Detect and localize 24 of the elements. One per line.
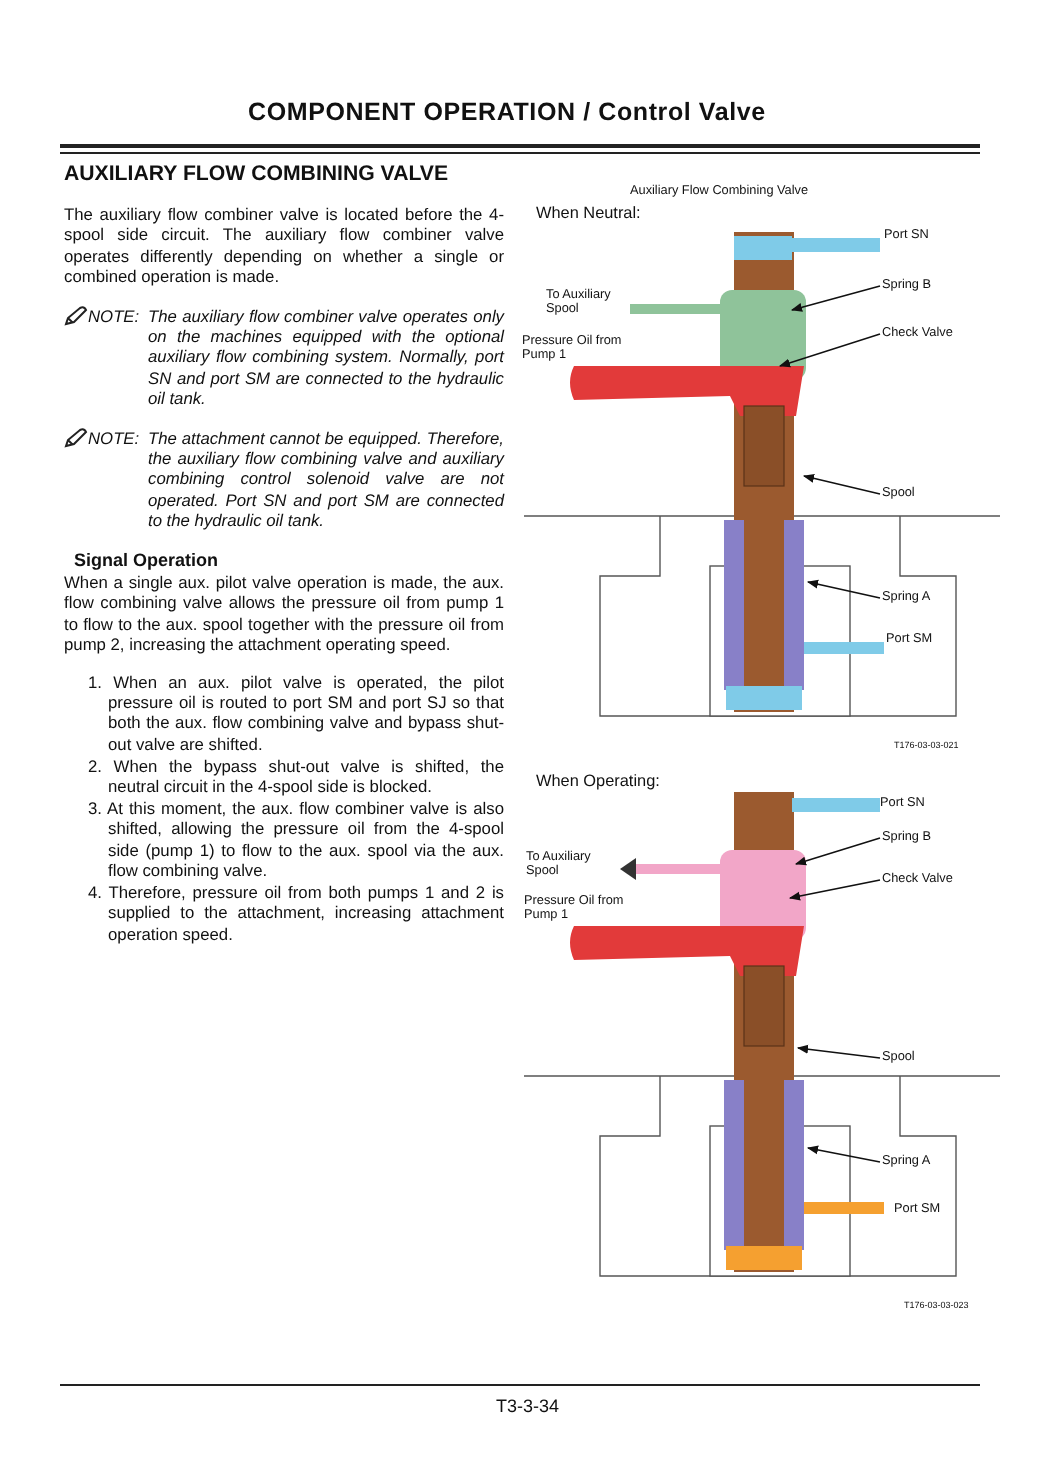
note-text: The attachment cannot be equipped. Therefore, the auxiliary flow combining valve and auxiliary combining control solenoid valve are not operated. Port SN and port SM are connected to the hydraulic oil tank. [148, 428, 504, 531]
panel-heading: When Operating: [536, 772, 660, 791]
leader-arrow [790, 285, 881, 312]
note-label: NOTE: [88, 428, 140, 449]
panel-heading: When Neutral: [536, 204, 641, 223]
list-item: 2. When the bypass shut-out valve is shifted, the neutral circuit in the 4-spool side is blocked. [88, 755, 504, 797]
note-label: NOTE: [88, 306, 140, 327]
paragraph: When a single aux. pilot valve operation is made, the aux. flow combining valve allows the pressure oil from pump 1 to flow to the aux. spool together with the pressure oil from pump 2, increasing the attachment operating speed. [64, 572, 504, 655]
leader-arrow [806, 1145, 881, 1163]
note-text: The auxiliary flow combiner valve operates only on the machines equipped with the optional auxiliary flow combining system. Normally, port SN and port SM are connected to the hydraulic oil tank. [148, 306, 504, 409]
list-item: 4. Therefore, pressure oil from both pumps 1 and 2 is supplied to the attachment, increasing attachment operation speed. [88, 882, 504, 944]
leader-arrow [796, 1044, 881, 1059]
list-item: 1. When an aux. pilot valve is operated, the pilot pressure oil is routed to port SM and port SJ so that both the aux. flow combining valve and bypass shut-out valve are shifted. [88, 672, 504, 754]
subheading: Signal Operation [74, 550, 221, 571]
leader-arrow [802, 473, 881, 495]
paragraph: The auxiliary flow combiner valve is located before the 4-spool side circuit. The auxiliary flow combiner valve operates differently depending on whether a single or combined operation is made. [64, 204, 504, 287]
page-title: COMPONENT OPERATION / Control Valve [248, 98, 766, 126]
leader-arrow [788, 879, 881, 901]
leader-arrow [794, 837, 881, 866]
list-item: 3. At this moment, the aux. flow combiner valve is also shifted, allowing the pressure oil from the 4-spool side (pump 1) to flow to the aux. spool via the aux. flow combining valve. [88, 798, 504, 881]
section-heading: AUXILIARY FLOW COMBINING VALVE [64, 164, 451, 185]
leader-arrow [806, 579, 881, 599]
leader-arrow [778, 333, 881, 368]
page-number: T3-3-34 [496, 1396, 560, 1417]
